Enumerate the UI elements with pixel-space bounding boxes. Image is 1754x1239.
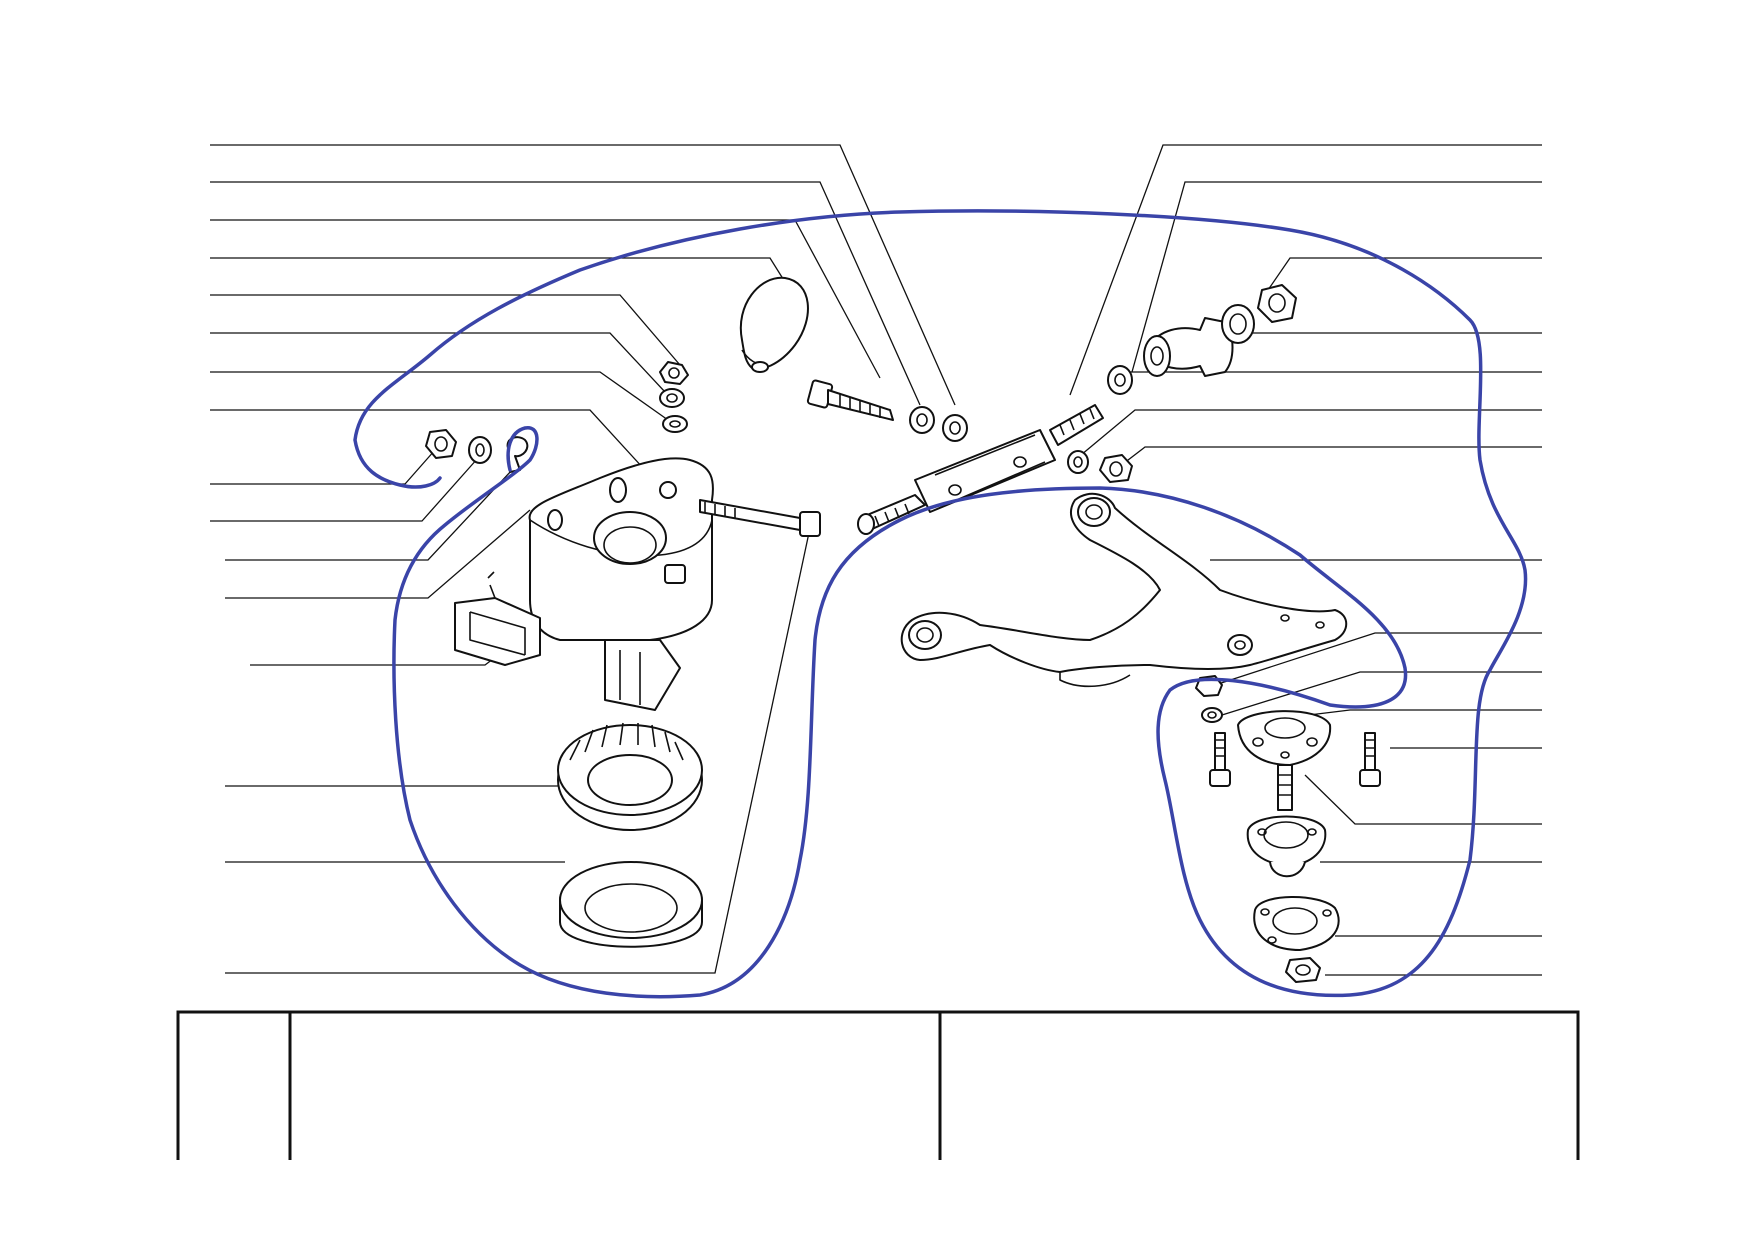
leader-line bbox=[1131, 181, 1542, 373]
ball-joint-flange bbox=[1246, 815, 1327, 878]
nut bbox=[1285, 957, 1321, 983]
leader-line bbox=[210, 257, 786, 283]
mounting-bracket bbox=[454, 571, 541, 666]
leader-line bbox=[210, 449, 436, 485]
wishbone-arm bbox=[900, 492, 1348, 688]
washer bbox=[1221, 304, 1255, 344]
ball-joint bbox=[1237, 710, 1332, 811]
leader-line bbox=[210, 294, 681, 366]
leader-line bbox=[225, 527, 811, 974]
nut bbox=[1099, 454, 1133, 483]
bolt bbox=[806, 379, 894, 421]
leader-line bbox=[1221, 671, 1542, 716]
nut bbox=[1257, 284, 1297, 323]
spring-seat-cup bbox=[559, 861, 703, 948]
spring-washer bbox=[1067, 450, 1089, 474]
leader-line bbox=[210, 371, 669, 421]
leader-line bbox=[225, 469, 513, 561]
nut bbox=[659, 361, 689, 385]
title-block-border bbox=[176, 1010, 1580, 1160]
flat-washer bbox=[662, 415, 688, 433]
leader-line bbox=[210, 332, 666, 393]
leader-line bbox=[1214, 632, 1542, 686]
upper-strut-mount-housing bbox=[528, 457, 714, 711]
washer bbox=[942, 414, 968, 442]
washer bbox=[1107, 365, 1133, 395]
leader-line bbox=[210, 181, 921, 406]
spring-washer bbox=[659, 388, 685, 408]
rubber-bump-stop bbox=[739, 276, 809, 373]
washer bbox=[909, 406, 935, 434]
leader-line bbox=[210, 457, 479, 522]
gasket-plate bbox=[1253, 896, 1340, 951]
left-leader-lines bbox=[210, 144, 956, 974]
stud-bolt bbox=[1209, 732, 1231, 787]
leader-line bbox=[1074, 409, 1542, 461]
leader-line bbox=[210, 144, 956, 406]
leader-line bbox=[1304, 774, 1542, 825]
rubber-bushing bbox=[1143, 317, 1234, 377]
spring-seat-toothed bbox=[557, 722, 703, 831]
nut bbox=[425, 429, 457, 459]
spring-washer bbox=[468, 436, 492, 464]
leader-line bbox=[1069, 144, 1542, 396]
long-bolt bbox=[699, 499, 821, 537]
highlight-outline-left bbox=[353, 209, 1528, 999]
title-block bbox=[176, 1010, 1580, 1160]
stud-bolt bbox=[1359, 732, 1381, 787]
leader-line bbox=[1267, 257, 1542, 291]
spring-washer bbox=[1201, 707, 1223, 723]
tie-rod-adjuster bbox=[857, 404, 1104, 535]
leader-line bbox=[225, 509, 531, 599]
